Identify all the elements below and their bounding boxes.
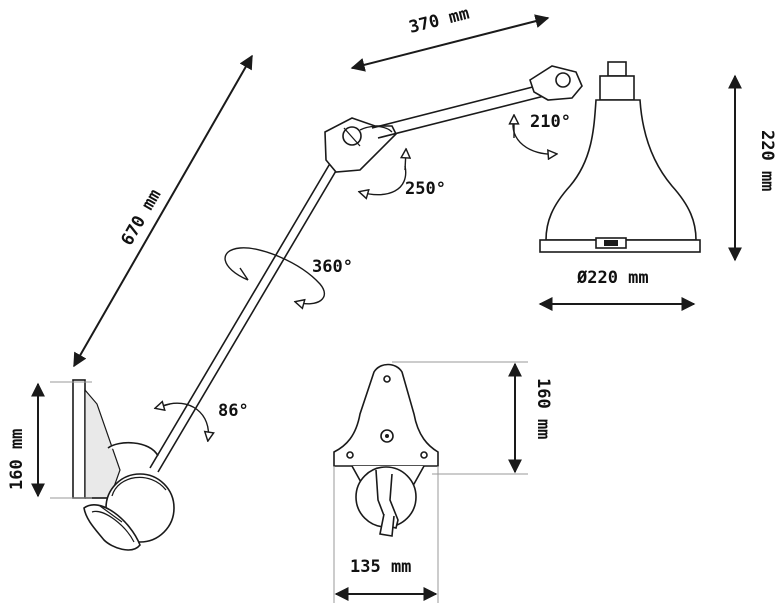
dimension-arrows bbox=[31, 14, 742, 601]
label-base-height-side: 160 mm bbox=[7, 429, 27, 490]
label-angle-rotation: 360° bbox=[312, 257, 353, 277]
label-angle-base: 86° bbox=[218, 401, 249, 421]
head-joint bbox=[529, 41, 618, 101]
label-angle-shade: 210° bbox=[530, 112, 571, 132]
angle-labels: 210° 250° 360° 86° bbox=[218, 112, 571, 421]
label-shade-height: 220 mm bbox=[757, 130, 777, 191]
label-angle-elbow: 250° bbox=[405, 179, 446, 199]
elbow-joint bbox=[324, 117, 397, 173]
lower-arm bbox=[149, 154, 344, 473]
label-base-height-front: 160 mm bbox=[533, 378, 553, 439]
wall-plate-side bbox=[72, 379, 121, 499]
label-upper-arm-length: 370 mm bbox=[407, 4, 471, 38]
lamp-shade bbox=[539, 61, 701, 253]
guide-lines bbox=[50, 361, 528, 603]
rotation-arrows bbox=[156, 116, 556, 440]
lamp-side-view bbox=[72, 41, 701, 551]
base-joint bbox=[83, 441, 175, 551]
base-front-view bbox=[333, 363, 439, 537]
label-base-width-front: 135 mm bbox=[350, 557, 411, 577]
upper-arm bbox=[371, 79, 569, 139]
label-shade-diameter: Ø220 mm bbox=[576, 268, 649, 288]
